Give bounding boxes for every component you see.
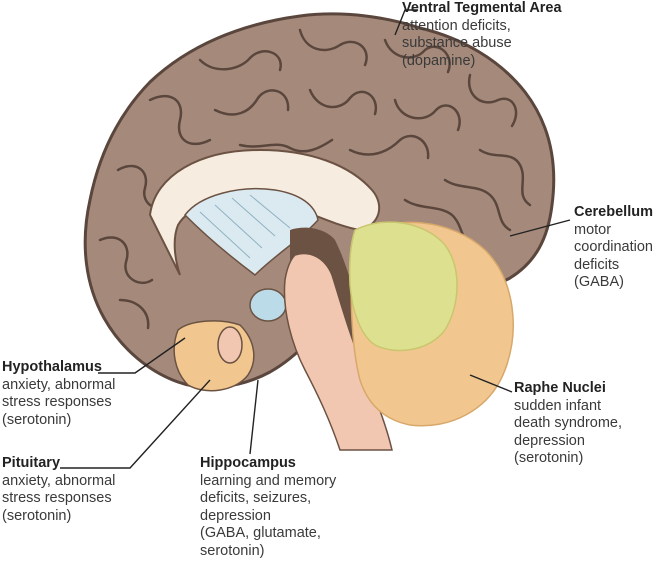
pituitary-leader: [60, 379, 211, 469]
cerebellum-title: Cerebellum: [574, 204, 653, 220]
hippocampus-leader: [249, 379, 259, 455]
hypothalamus-region: [173, 320, 255, 392]
raphe-label: Raphe Nuclei sudden infant death syndrom…: [514, 380, 622, 468]
vta-label: Ventral Tegmental Area attention deficit…: [402, 0, 562, 70]
hippocampus-title: Hippocampus: [200, 455, 296, 471]
cerebellum-description: motor coordination deficits (GABA): [574, 221, 653, 291]
vta-leader: [394, 9, 418, 36]
cortex-sulci: [98, 28, 532, 330]
hypothalamus-label: Hypothalamus anxiety, abnormal stress re…: [2, 359, 115, 429]
pituitary-description: anxiety, abnormal stress responses (sero…: [2, 472, 116, 524]
hypothalamus-description: anxiety, abnormal stress responses (sero…: [2, 376, 116, 428]
cerebellum-label: Cerebellum motor coordination deficits (…: [574, 204, 666, 292]
lateral-ventricle: [184, 187, 319, 276]
hippocampus-label: Hippocampus learning and memory deficits…: [200, 455, 336, 560]
brainstem: [283, 252, 393, 451]
hypothalamus-title: Hypothalamus: [2, 359, 102, 375]
pituitary-label: Pituitary anxiety, abnormal stress respo…: [2, 455, 115, 525]
vta-region: [348, 221, 458, 352]
vta-description: attention deficits, substance abuse (dop…: [402, 17, 512, 69]
cerebellum-leader: [509, 219, 571, 237]
pituitary-title: Pituitary: [2, 455, 61, 471]
vta-title: Ventral Tegmental Area: [402, 0, 562, 16]
raphe-description: sudden infant death syndrome, depression…: [514, 397, 623, 467]
raphe-leader: [469, 374, 513, 393]
ventricle-striations: [199, 194, 291, 259]
hypothalamus-leader: [98, 337, 186, 374]
pituitary-gland: [217, 326, 243, 364]
hippocampus-description: learning and memory deficits, seizures, …: [200, 472, 337, 559]
third-ventricle: [249, 288, 287, 322]
raphe-title: Raphe Nuclei: [514, 380, 606, 396]
leader-lines: [60, 9, 571, 469]
